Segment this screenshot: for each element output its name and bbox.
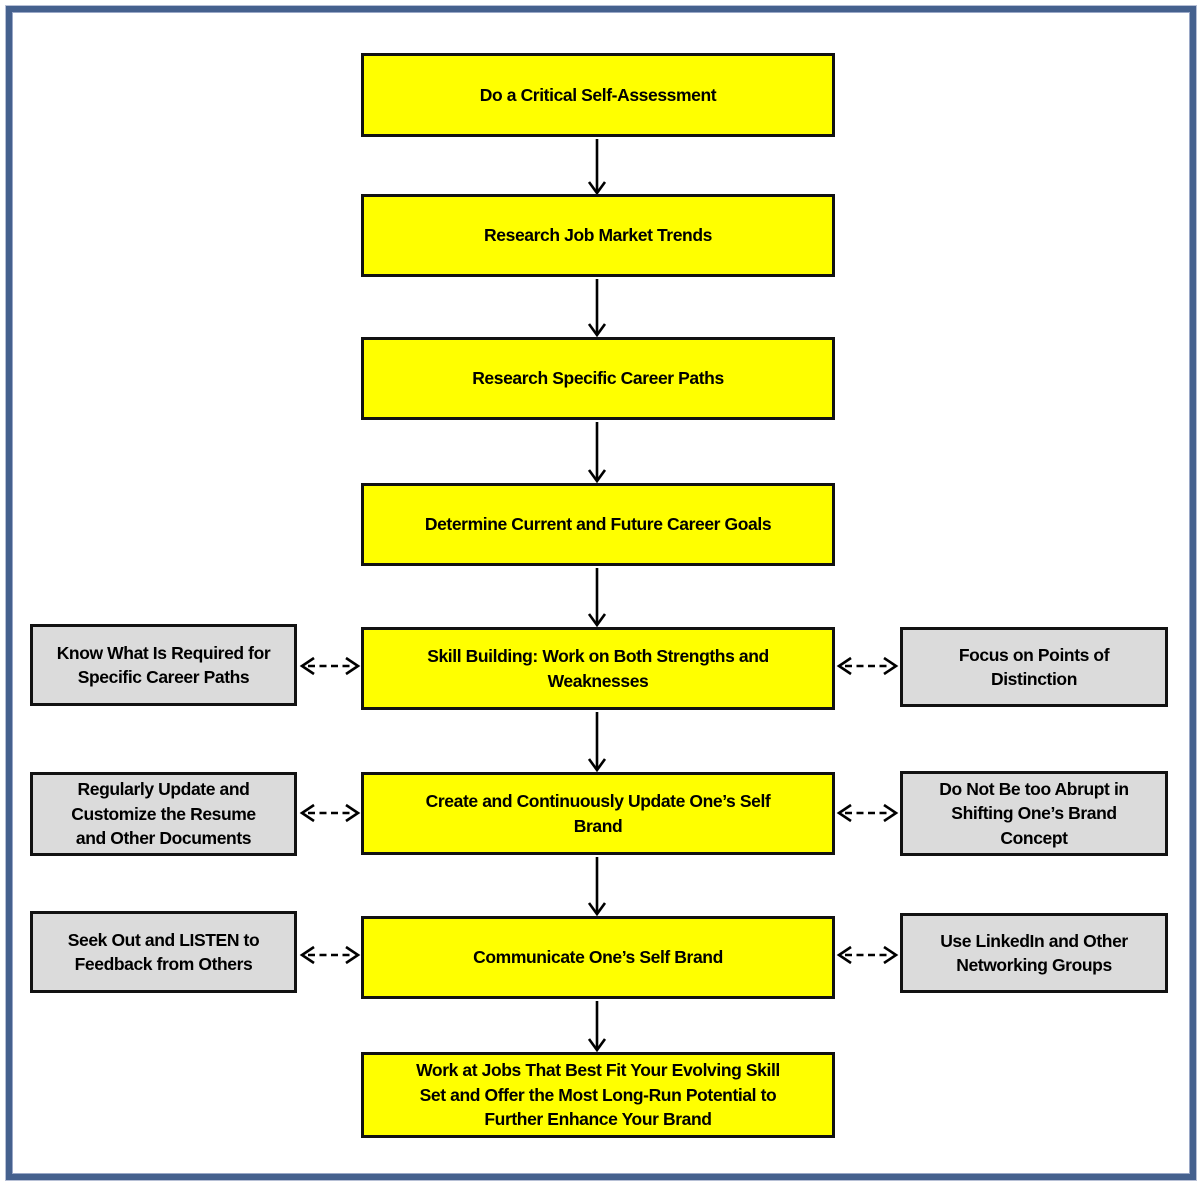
flow-step-communicate-brand: Communicate One’s Self Brand (361, 916, 835, 999)
down-arrow-7 (587, 1001, 607, 1053)
flow-step-work-jobs: Work at Jobs That Best Fit Your Evolving… (361, 1052, 835, 1138)
flow-step-career-goals: Determine Current and Future Career Goal… (361, 483, 835, 566)
down-arrow-6 (587, 857, 607, 917)
down-arrow-3 (587, 422, 607, 484)
link-arrow-left-7 (299, 945, 361, 965)
down-arrow-2 (587, 279, 607, 338)
note-seek-feedback: Seek Out and LISTEN to Feedback from Oth… (30, 911, 297, 993)
flow-step-create-brand: Create and Continuously Update One’s Sel… (361, 772, 835, 855)
note-focus-distinction: Focus on Points of Distinction (900, 627, 1168, 707)
down-arrow-5 (587, 712, 607, 773)
flow-step-job-market-trends: Research Job Market Trends (361, 194, 835, 277)
note-linkedin-groups: Use LinkedIn and Other Networking Groups (900, 913, 1168, 993)
note-update-resume: Regularly Update and Customize the Resum… (30, 772, 297, 856)
down-arrow-4 (587, 568, 607, 628)
flow-step-self-assessment: Do a Critical Self-Assessment (361, 53, 835, 137)
down-arrow-1 (587, 139, 607, 196)
flow-step-skill-building: Skill Building: Work on Both Strengths a… (361, 627, 835, 710)
link-arrow-right-7 (836, 945, 899, 965)
note-know-requirements: Know What Is Required for Specific Caree… (30, 624, 297, 706)
link-arrow-right-6 (836, 803, 899, 823)
note-brand-shift-caution: Do Not Be too Abrupt in Shifting One’s B… (900, 771, 1168, 856)
link-arrow-left-6 (299, 803, 361, 823)
page-border (6, 6, 1196, 1180)
link-arrow-left-5 (299, 656, 361, 676)
link-arrow-right-5 (836, 656, 899, 676)
flow-step-career-paths: Research Specific Career Paths (361, 337, 835, 420)
